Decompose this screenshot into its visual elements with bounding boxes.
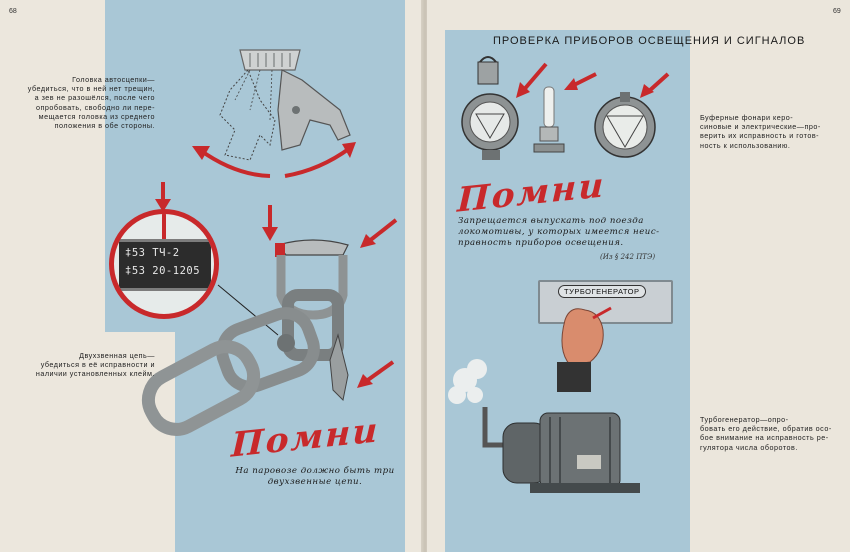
- chain-stamp: ‡53 ТЧ-2 ‡53 20-1205: [119, 239, 211, 291]
- caption-line: бовать его действие, обратив осо-: [700, 424, 832, 434]
- warning-line: правность приборов освещения.: [458, 238, 624, 248]
- left-page: 68 Головка автосцепки— убедиться, что в …: [0, 0, 423, 552]
- plate-label: ТУРБОГЕНЕРАТОР: [558, 285, 646, 298]
- rotation-arrows: [192, 142, 356, 178]
- reminder-line: На паровозе должно быть три: [235, 466, 395, 476]
- caption-chain: Двухзвенная цепь— убедиться в её исправн…: [10, 351, 155, 379]
- electric-buffer-lamp: [594, 92, 656, 158]
- caption-line: бое внимание на исправность ре-: [700, 433, 829, 443]
- caption-line: положения в обе стороны.: [54, 121, 155, 131]
- warning-line: локомотивы, у которых имеется неис-: [458, 227, 660, 237]
- book-gutter: [421, 0, 429, 552]
- caption-line: убедиться, что в ней нет трещин,: [27, 84, 155, 94]
- buffer-lamps-illustration: [461, 56, 670, 160]
- caption-line: синовые и электрические—про-: [700, 122, 821, 132]
- arrow-pointer-icon: [357, 360, 395, 388]
- reminder-text: На паровозе должно быть три двухзвенные …: [225, 466, 405, 488]
- kerosene-lantern: [461, 56, 519, 160]
- page-number-left: 68: [9, 8, 17, 15]
- caption-coupler: Головка автосцепки— убедиться, что в ней…: [10, 75, 155, 130]
- caption-line: опробовать, свободно ли пере-: [35, 102, 155, 112]
- caption-turbogenerator: Турбогенератор—опро- бовать его действие…: [700, 415, 840, 452]
- page-heading: ПРОВЕРКА ПРИБОРОВ ОСВЕЩЕНИЯ И СИГНАЛОВ: [493, 35, 806, 47]
- caption-lamps: Буферные фонари керо- синовые и электрич…: [700, 113, 840, 150]
- caption-line: верить их исправность и готов-: [700, 131, 820, 141]
- caption-line: Головка автосцепки—: [72, 75, 155, 84]
- turbogenerator-switch-plate: ТУРБОГЕНЕРАТОР: [538, 280, 673, 324]
- caption-line: ность к использованию.: [700, 140, 791, 150]
- arrow-down-icon: [262, 205, 278, 241]
- caption-line: наличии установленных клейм.: [35, 369, 155, 379]
- stamp-magnifier: ‡53 ТЧ-2 ‡53 20-1205: [109, 209, 219, 319]
- stamp-line: ‡53 20-1205: [125, 265, 201, 277]
- caption-line: а зев не разошёлся, после чего: [34, 93, 155, 103]
- coupler-head-illustration: [219, 49, 351, 161]
- caption-line: гулятора числа оборотов.: [700, 442, 798, 452]
- turbogenerator-illustration: [448, 359, 640, 493]
- steam-puff: [448, 359, 487, 404]
- page-number-right: 69: [833, 8, 841, 15]
- warning-line: Запрещается выпускать под поезда: [458, 216, 644, 226]
- warning-text: Запрещается выпускать под поезда локомот…: [458, 216, 683, 249]
- two-link-chain-illustration: [141, 239, 349, 436]
- arrow-in-magnifier: [162, 214, 166, 242]
- hand-on-switch: [557, 306, 612, 392]
- caption-line: Двухзвенная цепь—: [79, 351, 155, 360]
- arrow-pointer-icon: [360, 218, 398, 248]
- caption-line: убедиться в её исправности и: [40, 360, 155, 370]
- reminder-line: двухзвенные цепи.: [267, 477, 363, 487]
- stamp-line: ‡53 ТЧ-2: [125, 247, 180, 259]
- kerosene-lamp-small: [533, 86, 565, 153]
- caption-line: Буферные фонари керо-: [700, 113, 794, 122]
- caption-line: Турбогенератор—опро-: [700, 415, 789, 424]
- caption-line: мещается головка из среднего: [38, 111, 155, 121]
- rule-reference: (Из § 242 ПТЭ): [600, 253, 656, 261]
- arrow-down-icon: [155, 182, 171, 212]
